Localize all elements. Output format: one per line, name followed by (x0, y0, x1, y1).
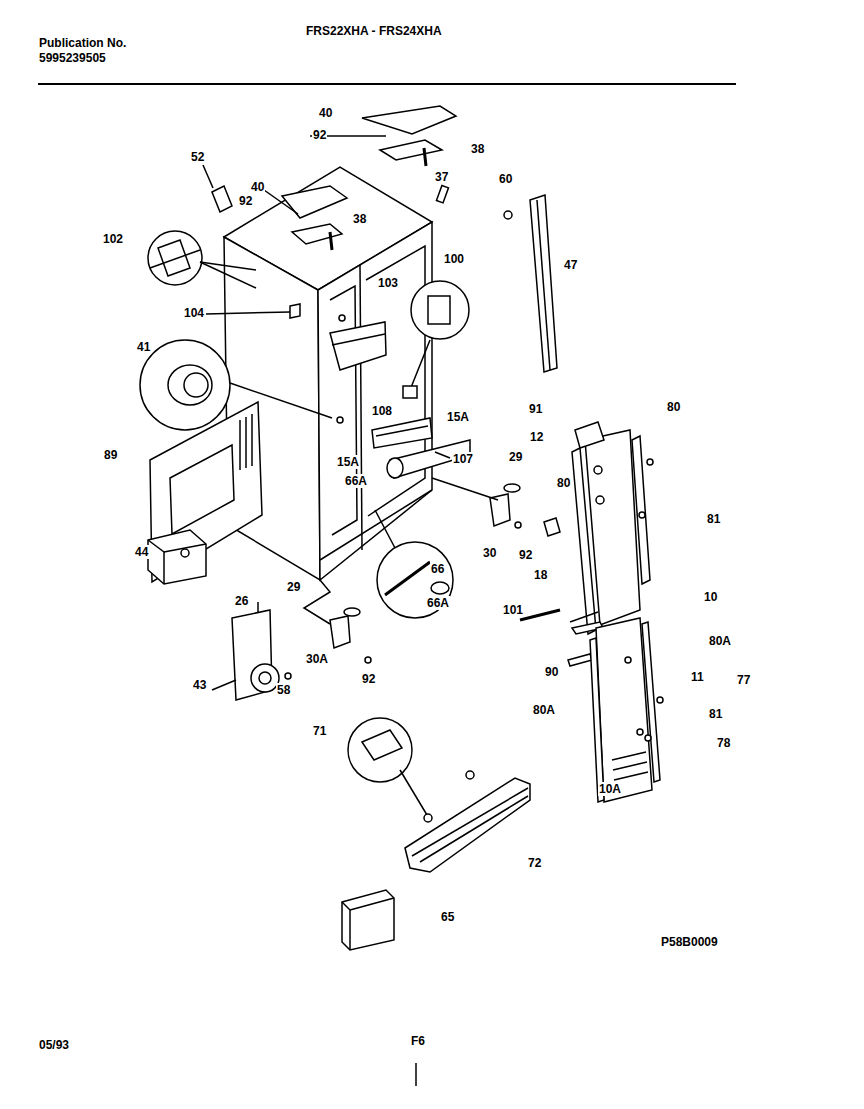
callout-number: 92 (238, 194, 253, 208)
page-note: 05/93 (38, 1038, 70, 1052)
callout-number: 102 (102, 232, 124, 246)
callout-number: 107 (452, 452, 474, 466)
callout-number: 101 (502, 603, 524, 617)
callout-number: 10 (703, 590, 718, 604)
callout-number: 72 (527, 856, 542, 870)
callout-number: 15A (336, 455, 360, 469)
callout-number: 103 (377, 276, 399, 290)
callout-number: 108 (371, 404, 393, 418)
page-note: F6 (410, 1034, 426, 1048)
callout-number: 80A (532, 703, 556, 717)
callout-number: 66 (430, 562, 445, 576)
callout-number: 30 (482, 546, 497, 560)
callout-number: 65 (440, 910, 455, 924)
callout-number: 71 (312, 724, 327, 738)
callout-number: 100 (443, 252, 465, 266)
callout-number: 26 (234, 594, 249, 608)
page-note: Publication No. (38, 36, 127, 50)
callout-number: 18 (533, 568, 548, 582)
callout-number: 29 (508, 450, 523, 464)
callout-number: 60 (498, 172, 513, 186)
callout-number: 11 (690, 670, 705, 684)
callout-number: 90 (544, 665, 559, 679)
callout-number: 10A (598, 782, 622, 796)
callout-number: 15A (446, 410, 470, 424)
callout-number: 80 (666, 400, 681, 414)
callout-number: 43 (192, 678, 207, 692)
callout-number: 92 (361, 672, 376, 686)
callout-number: 41 (136, 340, 151, 354)
callout-number: 89 (103, 448, 118, 462)
callout-number: 80 (556, 476, 571, 490)
page-note: 5995239505 (38, 51, 107, 65)
callout-number: 66A (344, 474, 368, 488)
callout-number: 37 (434, 170, 449, 184)
callout-number: 40 (318, 106, 333, 120)
callout-number: 52 (190, 150, 205, 164)
callout-number: 104 (183, 306, 205, 320)
page-note: P58B0009 (660, 935, 719, 949)
callout-number: 47 (563, 258, 578, 272)
callout-number: 38 (470, 142, 485, 156)
callout-number: 80A (708, 634, 732, 648)
callout-number: 30A (305, 652, 329, 666)
model-title: FRS22XHA - FRS24XHA (305, 24, 443, 38)
callout-number: 92 (312, 128, 327, 142)
callout-number: 66A (426, 596, 450, 610)
callout-number: 81 (706, 512, 721, 526)
callout-number: 91 (528, 402, 543, 416)
callout-number: 12 (529, 430, 544, 444)
callout-number: 77 (736, 673, 751, 687)
callout-number: 44 (134, 545, 149, 559)
callout-number: 29 (286, 580, 301, 594)
callout-number: 58 (276, 683, 291, 697)
callout-number: 40 (250, 180, 265, 194)
callout-number: 81 (708, 707, 723, 721)
callout-number: 92 (518, 548, 533, 562)
callout-number: 78 (716, 736, 731, 750)
callout-number: 38 (352, 212, 367, 226)
